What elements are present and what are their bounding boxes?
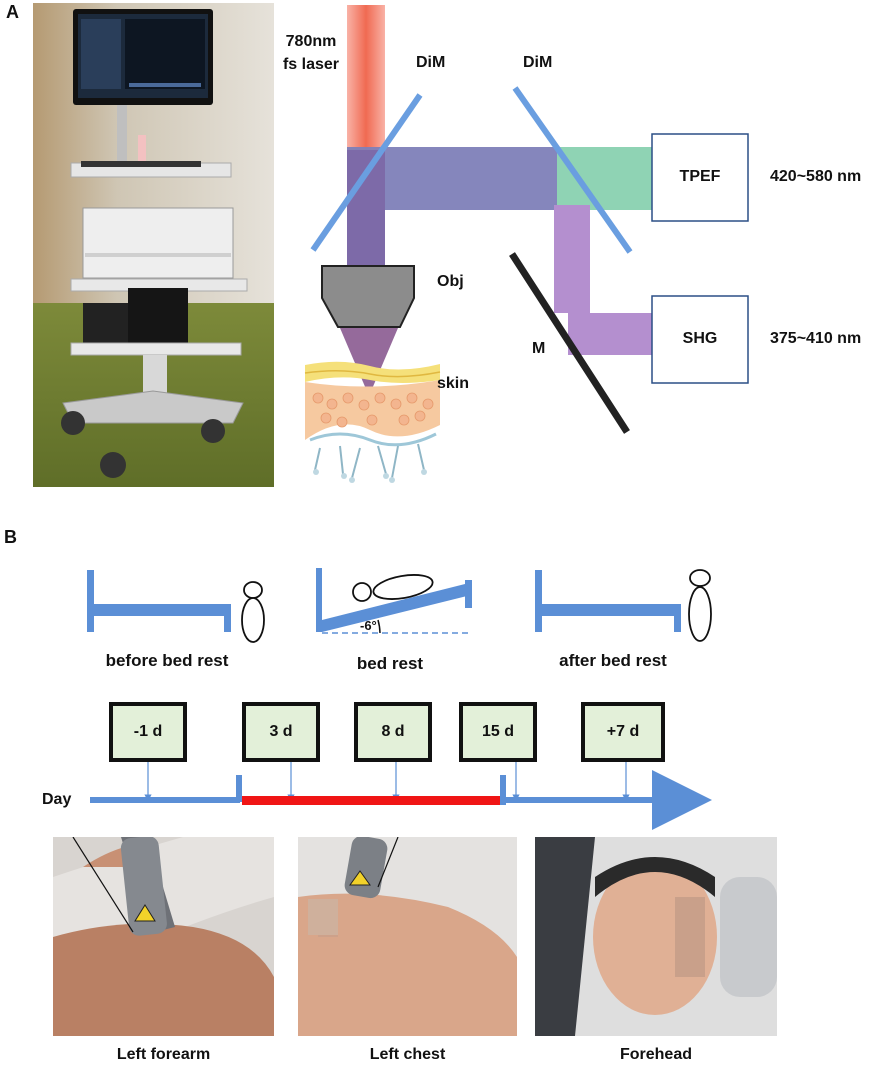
timeline: [90, 702, 712, 830]
shg-beam-horizontal: [568, 313, 652, 355]
dichroic-mirror-right: [512, 86, 633, 254]
bed-rest-diagram: [87, 568, 712, 643]
timepoint-label-2: 3 d: [269, 723, 293, 740]
panel-b-label: B: [4, 527, 17, 547]
bed-after: [535, 569, 712, 642]
mirror-label: M: [532, 340, 546, 357]
timepoint-label-1: -1 d: [133, 723, 163, 740]
objective-label: Obj: [437, 273, 464, 290]
photo-caption-forehead: Forehead: [619, 1046, 692, 1063]
tilt-angle-label: -6°: [360, 618, 377, 633]
laser-label-line2: fs laser: [282, 56, 340, 73]
bed-after-label: after bed rest: [559, 651, 667, 670]
timepoint-label-3: 8 d: [381, 723, 405, 740]
photo-left-forearm: [53, 837, 274, 1036]
timepoint-label-4: 15 d: [481, 723, 514, 740]
shg-beam-vertical: [554, 205, 590, 313]
tpef-box: [651, 133, 749, 222]
tpef-range-label: 420~580 nm: [770, 168, 862, 185]
optical-diagram: [304, 5, 749, 483]
laser-label-line1: 780nm: [285, 33, 337, 50]
photo-caption-forearm: Left forearm: [116, 1046, 211, 1063]
bed-before: [87, 570, 265, 643]
objective-lens: [321, 265, 415, 328]
mirror-m: [509, 252, 630, 434]
photo-left-chest: [298, 837, 517, 1036]
timepoint-box-2: [242, 702, 320, 762]
timeline-day-label: Day: [42, 791, 72, 808]
laser-beam: [347, 5, 385, 150]
panel-a-label: A: [6, 2, 19, 22]
tpef-beam: [557, 147, 652, 210]
bed-before-label: before bed rest: [105, 651, 229, 670]
dim-right-label: DiM: [523, 54, 553, 71]
dim-left-label: DiM: [416, 54, 446, 71]
bed-during-label: bed rest: [356, 654, 424, 673]
dichroic-mirror-left: [310, 93, 423, 252]
skin-label: skin: [437, 375, 470, 392]
timepoint-box-1: [109, 702, 187, 762]
timepoint-box-4: [459, 702, 537, 762]
shg-box-label: SHG: [682, 330, 718, 347]
photo-forehead: [535, 837, 777, 1036]
timepoint-label-5: +7 d: [606, 723, 640, 740]
bed-during: [316, 568, 472, 634]
tpef-box-label: TPEF: [679, 168, 721, 185]
timepoint-box-3: [354, 702, 432, 762]
shg-box: [651, 295, 749, 384]
shg-range-label: 375~410 nm: [770, 330, 862, 347]
focus-cone: [340, 328, 398, 396]
timepoint-box-5: [581, 702, 665, 762]
skin-illustration: [304, 361, 441, 483]
photo-caption-chest: Left chest: [369, 1046, 446, 1063]
device-photo: [33, 3, 274, 487]
